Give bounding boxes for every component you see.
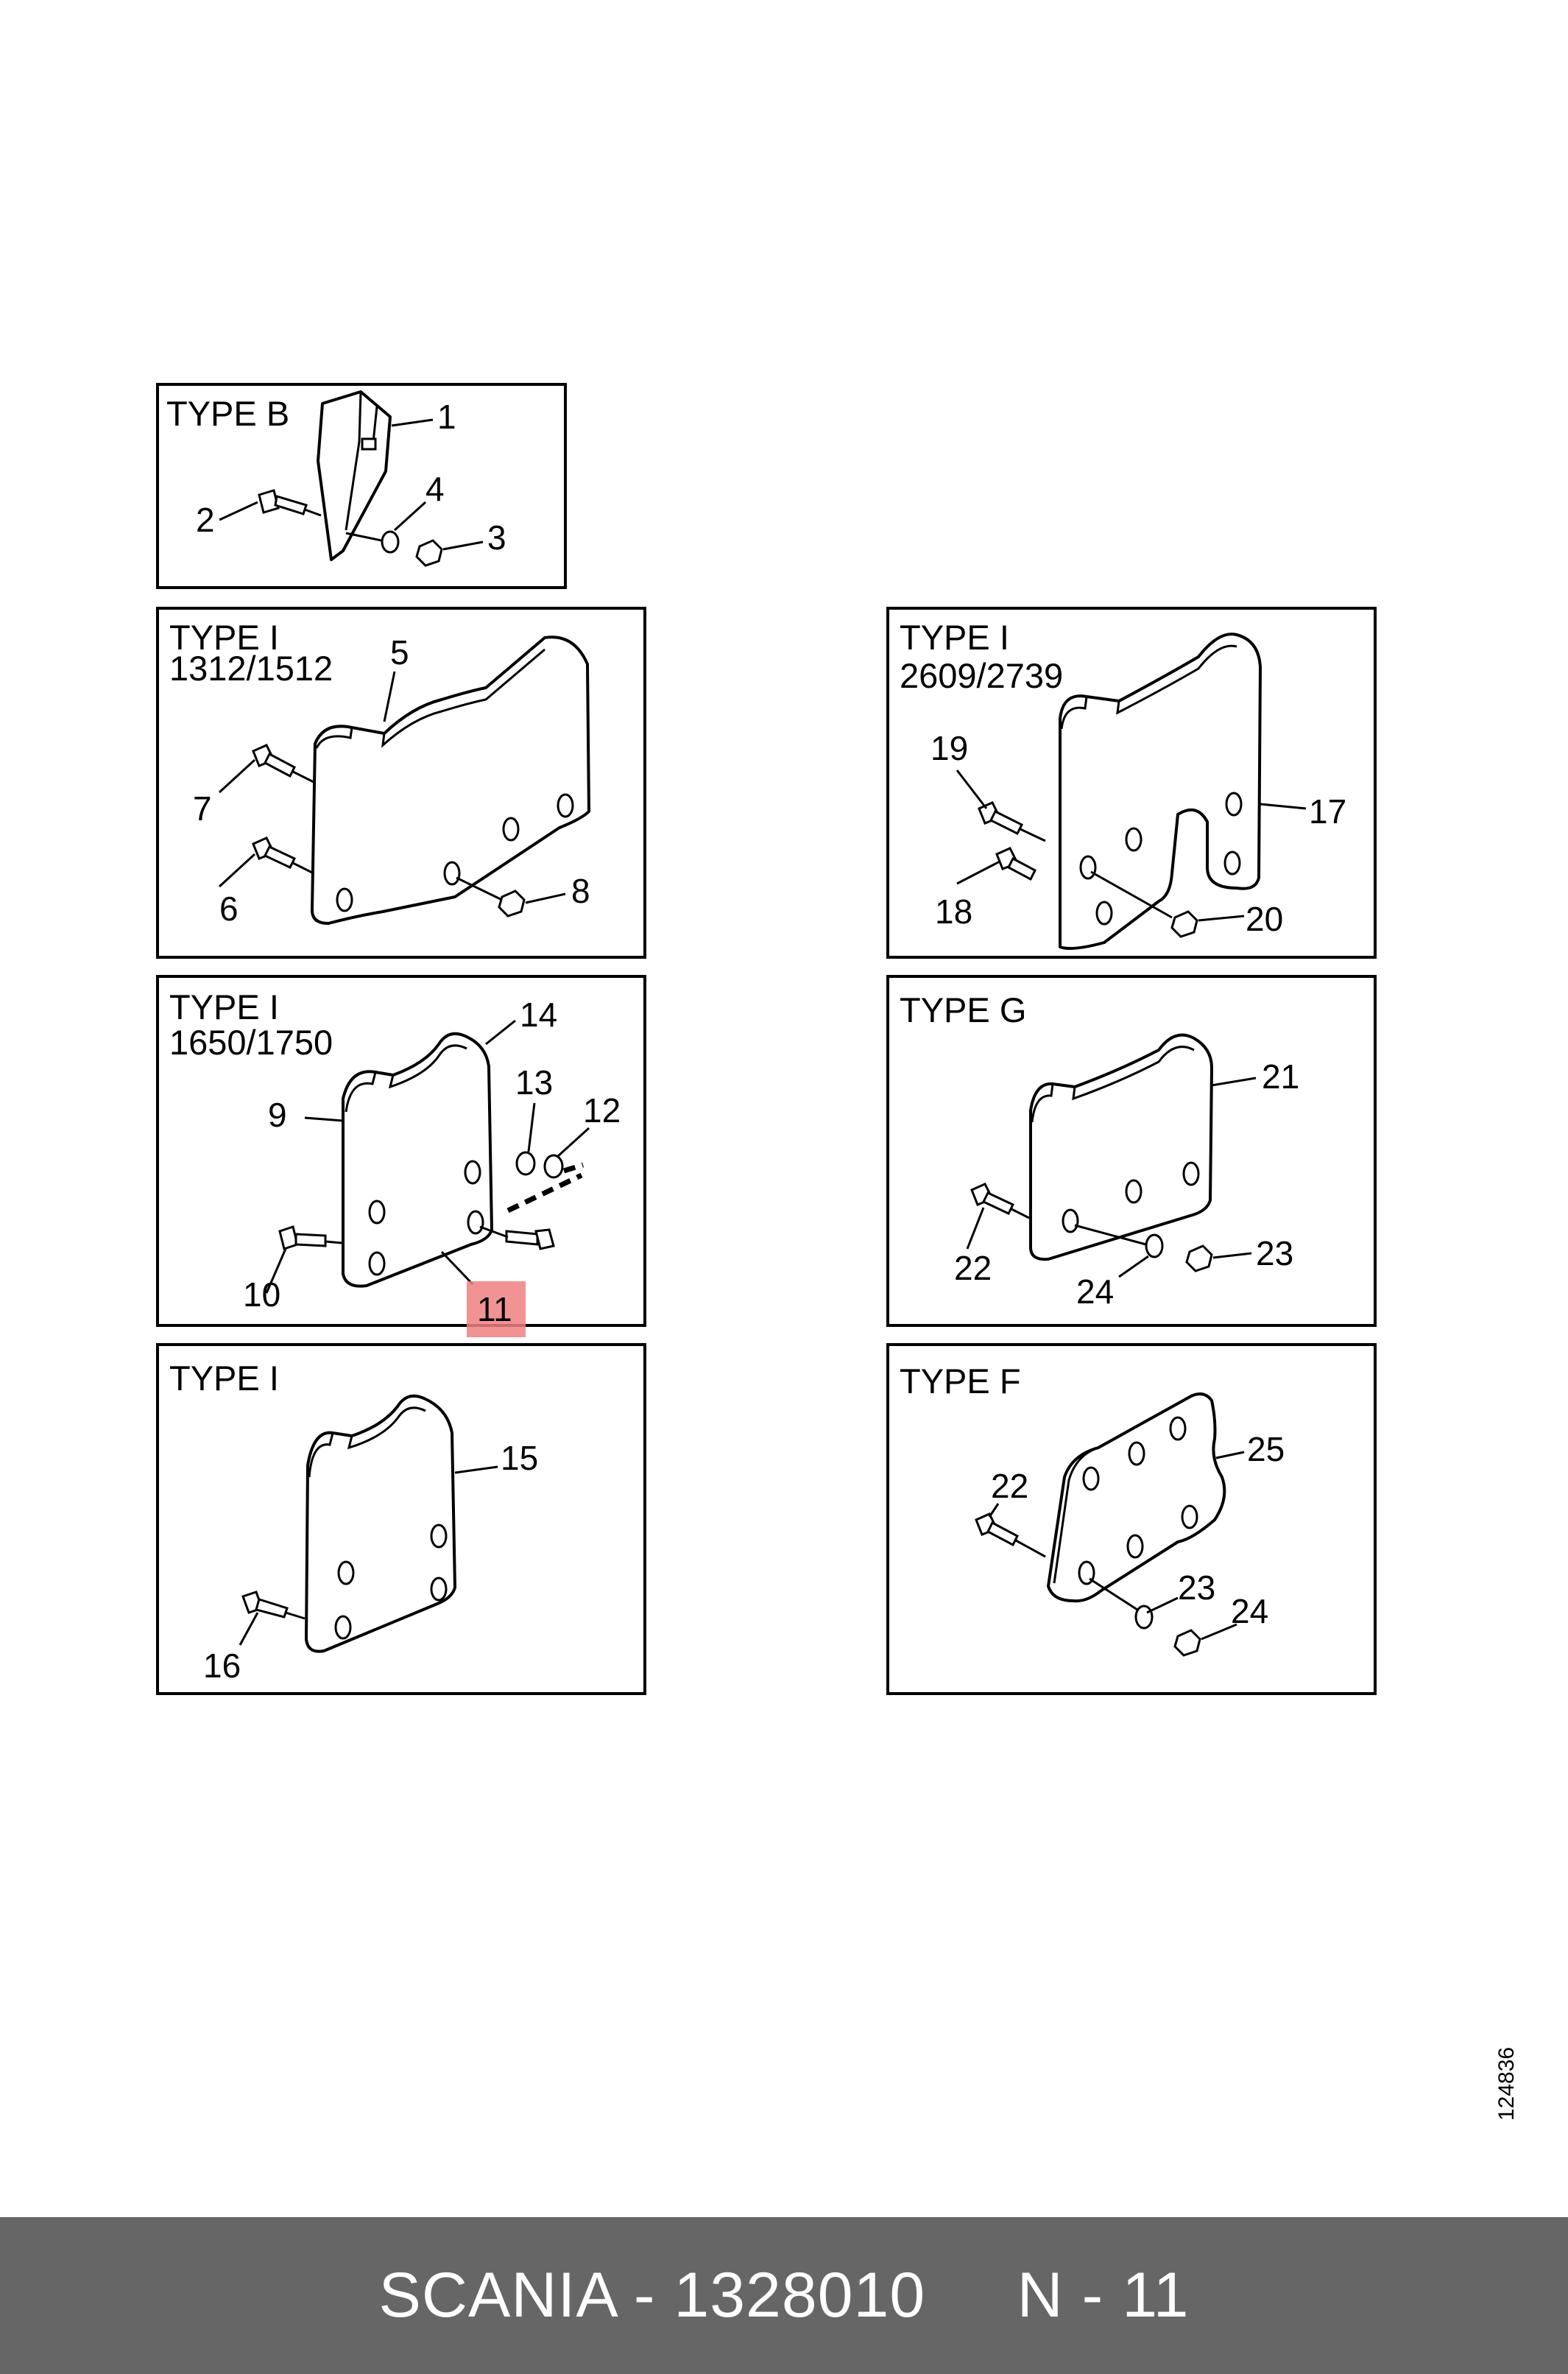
footer-bar: SCANIA - 1328010 N - 11 xyxy=(0,2217,1568,2374)
callout-23: 23 xyxy=(1178,1568,1215,1607)
nut-icon xyxy=(1170,910,1198,938)
washer-icon xyxy=(1134,1605,1154,1630)
callout-16: 16 xyxy=(203,1646,241,1685)
bolt-icon xyxy=(975,1512,1046,1558)
panel-title: TYPE I xyxy=(169,618,279,657)
panel-type-g: TYPE G 21 22 23 24 xyxy=(886,975,1377,1327)
panel-title: TYPE F xyxy=(900,1362,1021,1401)
callout-6: 6 xyxy=(219,890,239,928)
panel-title: TYPE G xyxy=(900,990,1026,1029)
bolt-icon xyxy=(970,1183,1030,1219)
bolt-icon xyxy=(258,489,322,517)
callout-13: 13 xyxy=(515,1063,553,1102)
nut-icon xyxy=(1185,1244,1213,1272)
panel-type-i: TYPE I 15 16 xyxy=(156,1343,646,1695)
callout-23: 23 xyxy=(1256,1234,1293,1272)
callout-12: 12 xyxy=(583,1091,621,1130)
callout-1: 1 xyxy=(437,398,456,436)
callout-15: 15 xyxy=(501,1439,538,1477)
nut-icon xyxy=(1173,1629,1201,1657)
panel-type-i-1650-1750: TYPE I 1650/1750 xyxy=(156,975,646,1337)
panel-type-i-1312-1512: TYPE I 1312/1512 5 6 7 8 xyxy=(156,607,646,959)
callout-21: 21 xyxy=(1262,1057,1299,1096)
bolt-icon xyxy=(978,801,1046,842)
panel-type-i-2609-2739: TYPE I 2609/2739 17 18 19 xyxy=(886,607,1377,959)
washer-icon xyxy=(515,1151,536,1176)
panel-title: TYPE B xyxy=(166,394,289,433)
callout-17: 17 xyxy=(1309,792,1346,831)
bolt-icon xyxy=(278,1225,342,1250)
nut-icon xyxy=(498,890,526,917)
callout-9: 9 xyxy=(268,1096,287,1134)
panel-title: TYPE I xyxy=(169,987,279,1026)
washer-icon xyxy=(381,530,400,554)
panel-subtitle: 1312/1512 xyxy=(169,649,333,688)
panel-type-f: TYPE F 25 22 23 24 xyxy=(886,1343,1377,1695)
highlighted-callout-box xyxy=(467,1281,526,1337)
callout-8: 8 xyxy=(571,872,590,910)
callout-24: 24 xyxy=(1076,1272,1114,1311)
callout-20: 20 xyxy=(1246,900,1283,938)
panel-subtitle: 2609/2739 xyxy=(900,656,1063,695)
bolt-icon xyxy=(505,1228,555,1250)
plate-part xyxy=(1059,633,1262,950)
washer-icon xyxy=(1145,1233,1164,1258)
panel-title: TYPE I xyxy=(900,618,1009,657)
callout-2: 2 xyxy=(196,501,215,539)
callout-14: 14 xyxy=(520,996,557,1034)
callout-7: 7 xyxy=(193,789,212,828)
nut-icon xyxy=(415,539,443,567)
plate-part xyxy=(1047,1392,1226,1603)
footer-page-ref: N - 11 xyxy=(1017,2260,1190,2331)
callout-11: 11 xyxy=(477,1290,512,1328)
panel-type-b: TYPE B 1 2 3 4 xyxy=(156,383,567,589)
callout-24: 24 xyxy=(1231,1592,1268,1630)
footer-spacer xyxy=(925,2259,1017,2332)
callout-10: 10 xyxy=(243,1275,280,1314)
callout-22: 22 xyxy=(991,1467,1028,1505)
callout-25: 25 xyxy=(1247,1430,1285,1468)
plate-part xyxy=(311,635,590,925)
washer-icon xyxy=(543,1154,564,1179)
panel-title: TYPE I xyxy=(169,1359,279,1398)
document-number: 124836 xyxy=(1494,2046,1519,2121)
plate-part xyxy=(305,1394,456,1653)
callout-3: 3 xyxy=(487,518,506,557)
bolt-icon xyxy=(252,836,314,875)
bolt-icon xyxy=(252,744,314,783)
callout-4: 4 xyxy=(425,470,445,508)
bracket-part xyxy=(317,390,392,561)
callout-5: 5 xyxy=(390,633,409,672)
bolt-icon xyxy=(995,847,1036,881)
footer-part-number: SCANIA - 1328010 xyxy=(378,2260,926,2331)
plate-part xyxy=(1029,1033,1213,1261)
callout-22: 22 xyxy=(954,1249,992,1287)
plate-part xyxy=(342,1032,493,1288)
callout-18: 18 xyxy=(935,892,972,931)
parts-diagram: TYPE B 1 2 3 4 TYPE I 1312/1512 xyxy=(156,383,1377,1695)
bolt-icon xyxy=(241,1591,306,1620)
callout-19: 19 xyxy=(930,729,968,767)
panel-subtitle: 1650/1750 xyxy=(169,1023,333,1062)
